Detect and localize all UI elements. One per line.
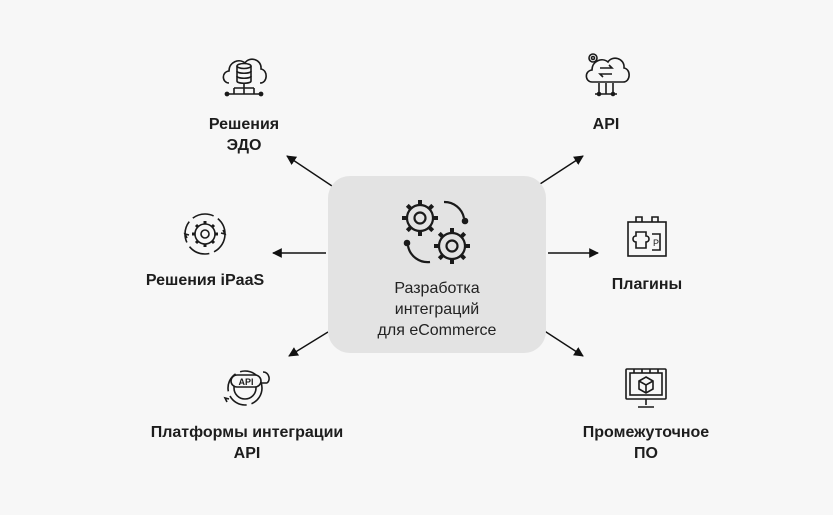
node-ipaas: Решения iPaaS xyxy=(125,210,285,291)
center-label-line-3: для eCommerce xyxy=(377,322,497,339)
monitor-cube-icon xyxy=(625,368,667,408)
node-platforms: API Платформы интеграции API xyxy=(132,362,362,464)
node-ipaas-label: Решения iPaaS xyxy=(125,270,285,291)
gears-icon xyxy=(402,200,470,264)
node-api-label: API xyxy=(556,114,656,135)
api-gear-icon: API xyxy=(223,370,270,406)
arrow-to-api xyxy=(539,155,584,185)
node-platforms-line-1: Платформы интеграции xyxy=(150,424,344,441)
node-middleware-label: Промежуточное ПО xyxy=(546,422,746,464)
puzzle-plugin-icon: P xyxy=(627,216,667,257)
node-platforms-label: Платформы интеграции API xyxy=(132,422,362,464)
node-plugins-line-1: Плагины xyxy=(611,276,683,293)
node-middleware-line-1: Промежуточное xyxy=(582,424,710,441)
cloud-database-icon xyxy=(222,58,267,97)
node-edo-label: Решения ЭДО xyxy=(184,114,304,156)
node-edo: Решения ЭДО xyxy=(184,50,304,156)
center-label-line-1: Разработка xyxy=(394,280,480,297)
cloud-exchange-icon xyxy=(585,53,630,97)
center-label: Разработка интеграций для eCommerce xyxy=(328,278,546,341)
svg-text:API: API xyxy=(238,377,253,387)
svg-text:P: P xyxy=(653,238,659,248)
node-api-line-1: API xyxy=(592,116,620,133)
node-plugins-label: Плагины xyxy=(597,274,697,295)
arrow-to-edo xyxy=(286,155,333,187)
node-middleware: Промежуточное ПО xyxy=(546,365,746,464)
node-ipaas-line-1: Решения iPaaS xyxy=(145,272,265,289)
node-plugins: P Плагины xyxy=(597,214,697,295)
node-edo-line-2: ЭДО xyxy=(226,137,262,154)
gear-cycle-icon xyxy=(183,213,227,255)
arrow-to-platforms xyxy=(288,331,329,357)
node-api: API xyxy=(556,50,656,135)
center-label-line-2: интеграций xyxy=(394,301,480,318)
node-edo-line-1: Решения xyxy=(208,116,280,133)
arrow-to-middleware xyxy=(542,329,584,357)
node-middleware-line-2: ПО xyxy=(634,445,658,462)
node-platforms-line-2: API xyxy=(233,445,261,462)
center-card: Разработка интеграций для eCommerce xyxy=(328,176,546,353)
